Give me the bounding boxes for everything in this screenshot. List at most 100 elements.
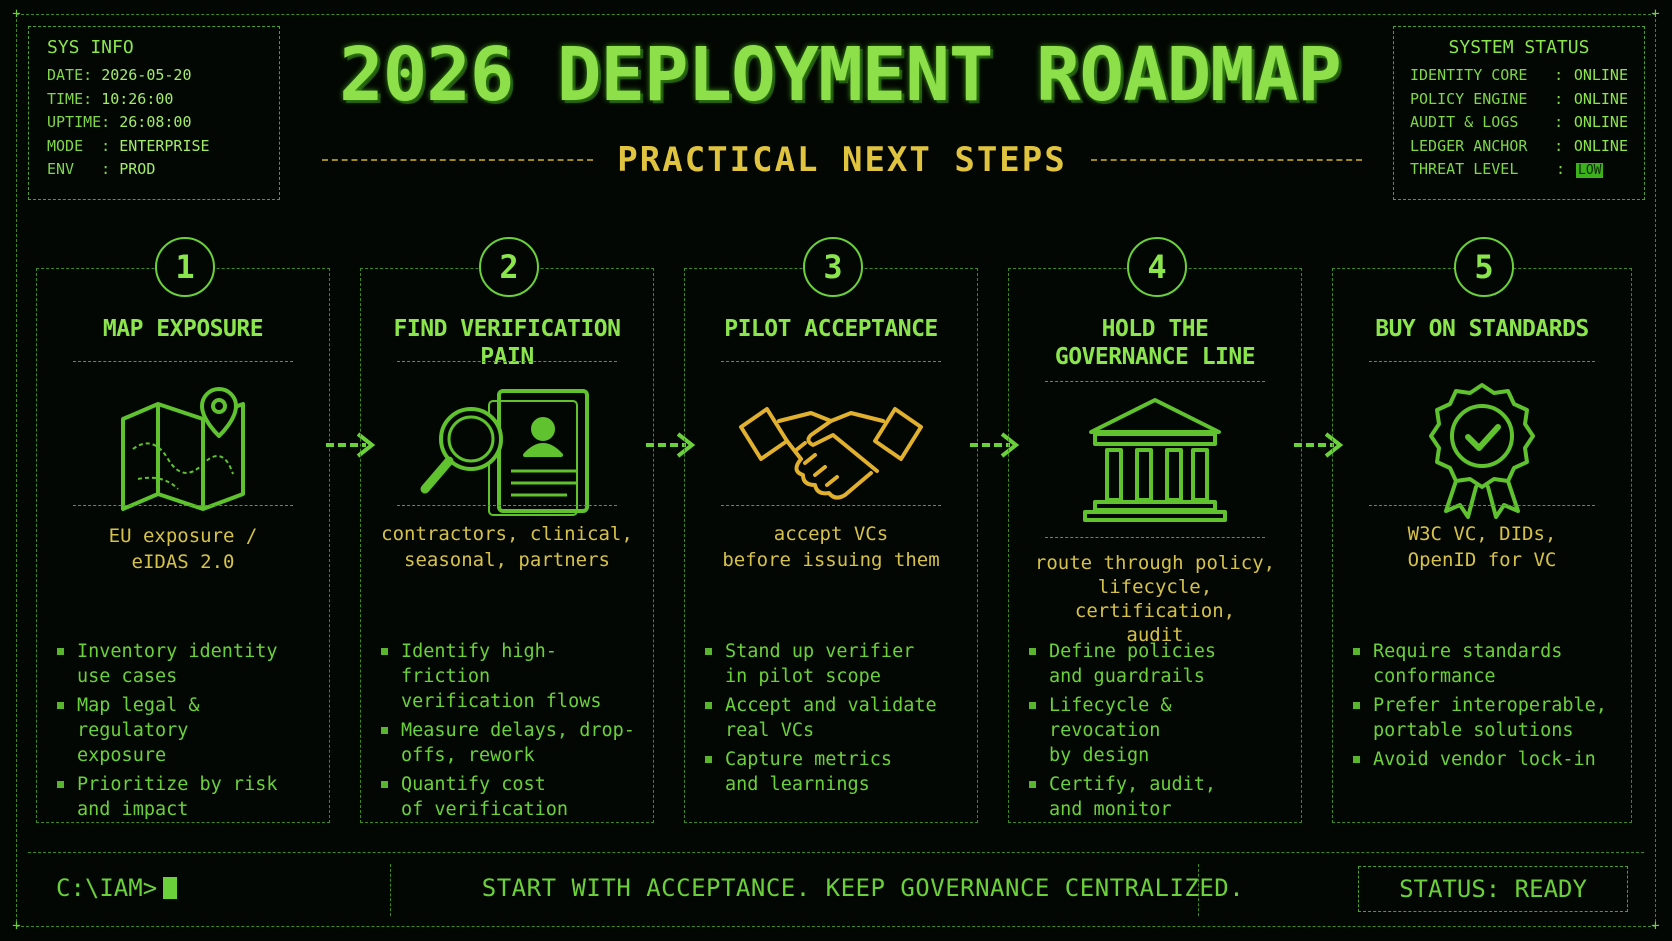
step-summary: EU exposure / eIDAS 2.0 (47, 523, 319, 575)
bullet-item: Measure delays, drop-offs, rework (379, 718, 645, 768)
magnifier-id-card-icon (420, 389, 589, 516)
summary-line: lifecycle, certification, (1074, 576, 1236, 622)
command-prompt[interactable]: C:\IAM> (56, 874, 178, 902)
page-subtitle: PRACTICAL NEXT STEPS (617, 140, 1067, 180)
title-line: GOVERNANCE LINE (1054, 344, 1256, 370)
status-value: ONLINE (1573, 66, 1628, 84)
sys-info-label: DATE: (47, 66, 102, 84)
step-title: MAP EXPOSURE (102, 316, 264, 342)
divider (1045, 381, 1265, 382)
footer-motto: START WITH ACCEPTANCE. KEEP GOVERNANCE C… (481, 874, 1245, 902)
step-card-1: 1 MAP EXPOSURE EU exposure / eIDAS 2.0 I… (36, 237, 330, 826)
status-row: THREAT LEVEL:LOW (1410, 158, 1628, 183)
sys-info-value: 26:08:00 (119, 113, 192, 131)
prompt-text: C:\IAM> (56, 874, 158, 902)
divider (1369, 505, 1595, 506)
step-card-2: 2 FIND VERIFICATION PAIN contractors, cl… (360, 237, 654, 826)
status-row: POLICY ENGINE:ONLINE (1410, 88, 1628, 112)
system-status-header: SYSTEM STATUS (1448, 37, 1590, 58)
summary-line: audit (1126, 624, 1184, 646)
status-key: LEDGER ANCHOR (1410, 136, 1528, 155)
step-summary: W3C VC, DIDs, OpenID for VC (1343, 521, 1621, 573)
status-key: IDENTITY CORE (1410, 66, 1528, 84)
status-key: THREAT LEVEL (1410, 160, 1519, 178)
step-summary: contractors, clinical, seasonal, partner… (371, 521, 643, 573)
step-title: BUY ON STANDARDS (1375, 316, 1589, 342)
divider (73, 361, 293, 362)
status-key: POLICY ENGINE (1410, 89, 1528, 108)
bullet-item: Prefer interoperable,portable solutions (1351, 693, 1623, 743)
summary-line: accept VCs (773, 523, 889, 545)
step-number: 5 (1454, 237, 1514, 297)
step-summary: route through policy, lifecycle, certifi… (1019, 551, 1291, 647)
summary-line: OpenID for VC (1407, 549, 1557, 571)
divider (397, 361, 617, 362)
sys-info-label: TIME: (47, 89, 102, 108)
cursor-block (163, 877, 178, 899)
subtitle-row: PRACTICAL NEXT STEPS (322, 140, 1362, 180)
step-card-3: 3 PILOT ACCEPTANCE accept VCs before iss… (684, 237, 978, 823)
step-title: FIND VERIFICATION PAIN (393, 316, 621, 370)
divider (1198, 864, 1199, 916)
sys-info-label: MODE : (47, 136, 120, 155)
status-value: ONLINE (1573, 113, 1628, 131)
bullet-item: Certify, audit,and monitor (1027, 772, 1293, 822)
step-card-4: 4 HOLD THE GOVERNANCE LINE route through… (1008, 237, 1302, 826)
summary-line: contractors, clinical, (381, 523, 633, 545)
arrow-right-icon (646, 432, 696, 458)
sys-info-value: 2026-05-20 (101, 66, 192, 84)
government-building-icon (1083, 398, 1227, 522)
step-number: 2 (479, 237, 539, 297)
sys-info-value: 10:26:00 (101, 89, 174, 108)
badge-check-icon (1429, 383, 1535, 519)
status-value: ONLINE (1573, 89, 1628, 108)
sys-info-label: ENV : (47, 160, 120, 178)
divider (721, 505, 941, 506)
sys-info-value: PROD (119, 160, 156, 178)
divider (390, 864, 391, 916)
sys-info-row: MODE : ENTERPRISE (47, 135, 261, 159)
outer-frame: + + + + (12, 7, 1659, 933)
status-row: IDENTITY CORE:ONLINE (1410, 64, 1628, 88)
sys-info-header: SYS INFO (47, 37, 134, 58)
step-title: HOLD THE GOVERNANCE LINE (1009, 315, 1301, 371)
corner-mark: + (12, 918, 21, 934)
divider (721, 361, 941, 362)
sys-info-row: ENV : PROD (47, 158, 261, 182)
divider (73, 505, 293, 506)
step-number: 4 (1127, 237, 1187, 297)
divider (397, 505, 617, 506)
divider (1369, 361, 1595, 362)
bullet-item: Avoid vendor lock-in (1351, 747, 1623, 772)
divider (28, 852, 1644, 853)
arrow-right-icon (1294, 432, 1344, 458)
sys-info-row: DATE: 2026-05-20 (47, 64, 261, 88)
divider (1045, 537, 1265, 538)
status-key: AUDIT & LOGS (1410, 113, 1519, 131)
page-title: 2026 DEPLOYMENT ROADMAP (339, 32, 1342, 118)
title-line: HOLD THE (1101, 316, 1209, 342)
status-row: LEDGER ANCHOR:ONLINE (1410, 135, 1628, 159)
status-indicator: STATUS: READY (1358, 866, 1628, 912)
corner-mark: + (12, 6, 21, 22)
system-status-panel: SYSTEM STATUS IDENTITY CORE:ONLINE POLIC… (1393, 26, 1645, 200)
sys-info-label: UPTIME: (47, 113, 120, 131)
step-number: 1 (155, 237, 215, 297)
corner-mark: + (1651, 918, 1660, 934)
sys-info-row: UPTIME: 26:08:00 (47, 111, 261, 135)
divider (322, 159, 594, 161)
